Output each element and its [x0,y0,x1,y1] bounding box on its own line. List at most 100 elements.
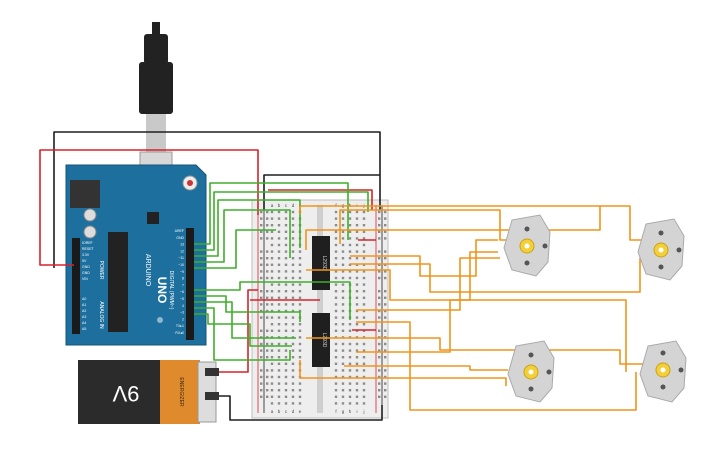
breadboard-hole[interactable] [298,250,302,253]
breadboard-hole[interactable] [284,296,288,299]
breadboard-hole[interactable] [341,257,345,260]
battery-9v[interactable]: 9V ENERGIZER [78,360,219,424]
breadboard-hole[interactable] [341,316,345,319]
power-rail-hole[interactable] [266,250,269,253]
breadboard-hole[interactable] [291,389,295,392]
breadboard-hole[interactable] [298,402,302,405]
breadboard-hole[interactable] [341,276,345,280]
breadboard-hole[interactable] [298,349,302,352]
power-rail-hole[interactable] [266,375,269,379]
breadboard-hole[interactable] [348,230,352,233]
power-rail-hole[interactable] [378,329,381,332]
breadboard-hole[interactable] [334,270,338,273]
breadboard-hole[interactable] [362,362,366,365]
breadboard-hole[interactable] [341,395,345,398]
breadboard-hole[interactable] [341,217,345,220]
breadboard-hole[interactable] [334,402,338,405]
breadboard-hole[interactable] [362,369,366,372]
power-rail-hole[interactable] [260,389,263,392]
motor-bottom-left[interactable] [507,340,555,403]
power-rail-hole[interactable] [260,230,263,233]
breadboard-hole[interactable] [291,296,295,299]
breadboard-hole[interactable] [341,389,345,392]
power-rail-hole[interactable] [266,303,269,306]
power-rail-hole[interactable] [384,329,387,332]
breadboard-hole[interactable] [277,389,281,392]
breadboard-hole[interactable] [341,369,345,372]
breadboard-hole[interactable] [270,237,274,240]
power-rail-hole[interactable] [384,257,387,260]
breadboard-hole[interactable] [355,250,359,253]
breadboard-hole[interactable] [334,276,338,280]
breadboard-hole[interactable] [362,309,366,313]
power-rail-hole[interactable] [260,263,263,266]
breadboard-hole[interactable] [284,329,288,332]
breadboard-hole[interactable] [270,375,274,379]
breadboard-hole[interactable] [362,296,366,299]
breadboard-hole[interactable] [284,395,288,398]
breadboard-hole[interactable] [362,303,366,306]
breadboard-hole[interactable] [341,362,345,365]
breadboard-hole[interactable] [298,303,302,306]
breadboard-hole[interactable] [270,382,274,385]
breadboard-hole[interactable] [362,217,366,220]
power-rail-hole[interactable] [266,349,269,352]
breadboard-hole[interactable] [284,349,288,352]
breadboard-hole[interactable] [348,349,352,352]
breadboard-hole[interactable] [298,323,302,326]
breadboard-hole[interactable] [291,243,295,247]
power-rail-hole[interactable] [260,237,263,240]
power-rail-hole[interactable] [378,389,381,392]
breadboard-hole[interactable] [291,290,295,293]
power-rail-hole[interactable] [378,382,381,385]
breadboard-hole[interactable] [270,395,274,398]
breadboard-hole[interactable] [277,257,281,260]
breadboard-hole[interactable] [355,362,359,365]
breadboard-hole[interactable] [348,250,352,253]
breadboard-hole[interactable] [348,395,352,398]
power-rail-hole[interactable] [384,270,387,273]
breadboard-hole[interactable] [291,263,295,266]
breadboard-hole[interactable] [355,323,359,326]
power-rail-hole[interactable] [260,382,263,385]
power-rail-hole[interactable] [384,230,387,233]
power-rail-hole[interactable] [266,316,269,319]
breadboard-hole[interactable] [334,230,338,233]
breadboard-hole[interactable] [341,402,345,405]
breadboard-hole[interactable] [270,243,274,247]
breadboard-hole[interactable] [277,283,281,286]
breadboard-hole[interactable] [277,382,281,385]
breadboard-hole[interactable] [270,303,274,306]
breadboard-hole[interactable] [362,290,366,293]
breadboard-hole[interactable] [341,382,345,385]
breadboard-hole[interactable] [284,316,288,319]
power-rail-hole[interactable] [378,257,381,260]
breadboard-hole[interactable] [291,283,295,286]
power-rail-hole[interactable] [266,369,269,372]
breadboard-hole[interactable] [334,316,338,319]
breadboard-hole[interactable] [362,375,366,379]
breadboard-hole[interactable] [291,224,295,227]
breadboard-hole[interactable] [355,290,359,293]
breadboard-hole[interactable] [348,342,352,346]
breadboard-hole[interactable] [277,276,281,280]
power-rail-hole[interactable] [260,349,263,352]
power-rail-hole[interactable] [266,230,269,233]
power-rail-hole[interactable] [260,369,263,372]
breadboard-hole[interactable] [355,395,359,398]
breadboard-hole[interactable] [291,382,295,385]
breadboard-hole[interactable] [291,395,295,398]
breadboard-hole[interactable] [362,243,366,247]
breadboard-hole[interactable] [362,257,366,260]
breadboard-hole[interactable] [341,309,345,313]
power-rail-hole[interactable] [260,257,263,260]
power-rail-hole[interactable] [266,237,269,240]
breadboard-hole[interactable] [334,389,338,392]
breadboard-hole[interactable] [270,402,274,405]
breadboard-hole[interactable] [348,375,352,379]
breadboard-hole[interactable] [341,329,345,332]
breadboard-hole[interactable] [355,349,359,352]
breadboard-hole[interactable] [277,270,281,273]
breadboard-hole[interactable] [334,250,338,253]
power-rail-hole[interactable] [260,270,263,273]
